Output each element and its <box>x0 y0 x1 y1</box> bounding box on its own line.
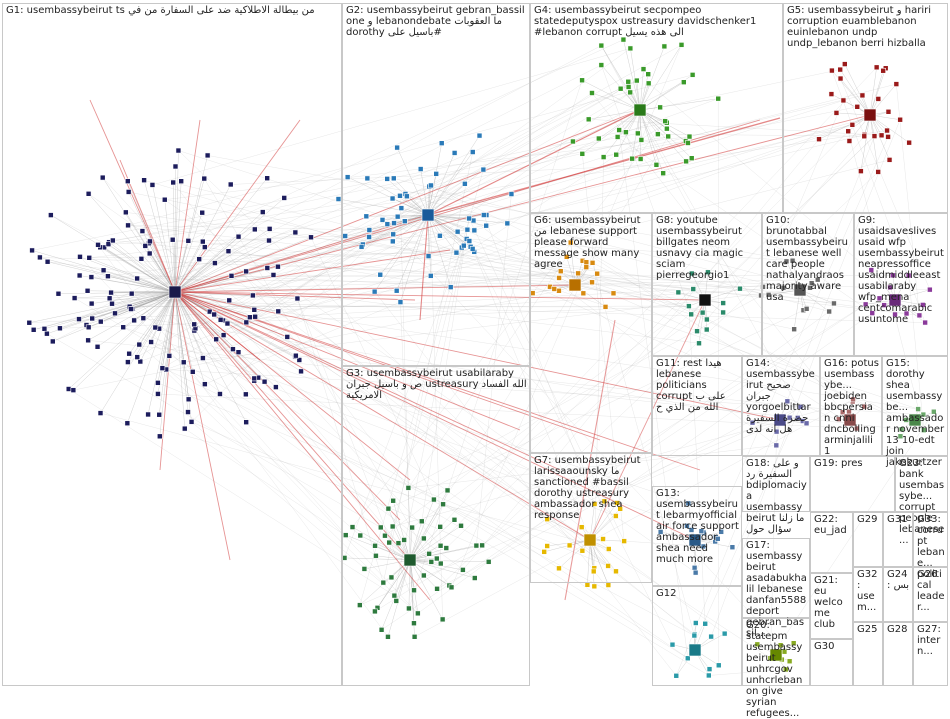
group-label-g30: G30 <box>814 641 850 652</box>
group-label-g31: G31 <box>887 514 910 525</box>
group-label-g1: G1: usembassybeirut ts من بيطالة الاطلاك… <box>6 5 339 16</box>
group-box-g22: G22: eu_jad <box>810 512 853 573</box>
group-label-g3: G3: usembassybeirut usabilaraby ص و باسي… <box>346 368 527 401</box>
group-label-g4: G4: usembassybeirut secpompeo statedeput… <box>534 5 780 38</box>
group-label-g18: G18: و على السفيرة رد bdiplomaciya usemb… <box>746 458 807 535</box>
group-label-g14: G14: usembassybeirut صحيح جبران yorgoelb… <box>746 358 817 435</box>
group-box-g21: G21: eu welcome club <box>810 573 853 639</box>
group-label-g27: G27: intern... <box>917 624 945 657</box>
group-label-g6: G6: usembassybeirut من lebanese support … <box>534 215 649 270</box>
group-label-g29: G29 <box>857 514 880 525</box>
group-label-g5: G5: usembassybeirut و hariri corruption … <box>787 5 945 49</box>
group-label-g2: G2: usembassybeirut gebran_bassil one و … <box>346 5 527 38</box>
group-box-g3: G3: usembassybeirut usabilaraby ص و باسي… <box>342 366 530 686</box>
group-label-g13: G13: usembassybeirut lebarmyofficial air… <box>656 488 739 565</box>
group-box-g15: G15: dorothy shea usembassybe... ambassa… <box>882 356 948 456</box>
group-box-g7: G7: usembassybeirut larissaaounsky ما sa… <box>530 453 652 583</box>
node <box>592 584 597 589</box>
group-label-g24: G24: بس <box>887 569 910 591</box>
group-box-g2: G2: usembassybeirut gebran_bassil one و … <box>342 3 530 366</box>
group-label-g12: G12 <box>656 588 739 599</box>
group-box-g33: G33: corrupt lebane... political leader.… <box>913 512 948 567</box>
node <box>585 582 590 587</box>
group-label-g22: G22: eu_jad <box>814 514 850 536</box>
group-box-g14: G14: usembassybeirut صحيح جبران yorgoelb… <box>742 356 820 456</box>
network-graph-canvas: G1: usembassybeirut ts من بيطالة الاطلاك… <box>0 0 950 688</box>
group-label-g7: G7: usembassybeirut larissaaounsky ما sa… <box>534 455 649 521</box>
group-box-g28: G28 <box>883 622 913 686</box>
group-label-g15: G15: dorothy shea usembassybe... ambassa… <box>886 358 945 468</box>
group-label-g21: G21: eu welcome club <box>814 575 850 630</box>
group-box-g32: G32: usem... <box>853 567 883 622</box>
group-box-g25: G25 <box>853 622 883 686</box>
group-box-g13: G13: usembassybeirut lebarmyofficial air… <box>652 486 742 586</box>
group-box-g16: G16: potus usembassybe... joebiden bbcpe… <box>820 356 882 456</box>
group-label-g26: G26 <box>917 569 945 580</box>
group-label-g32: G32: usem... <box>857 569 880 613</box>
group-label-g25: G25 <box>857 624 880 635</box>
group-box-g9: G9: usaidsaveslives usaid wfp usembassyb… <box>854 213 948 356</box>
group-box-g8: G8: youtube usembassybeirut billgates ne… <box>652 213 762 356</box>
group-box-g5: G5: usembassybeirut و hariri corruption … <box>783 3 948 213</box>
group-box-g31: G31 <box>883 512 913 567</box>
group-box-g10: G10: brunotabbal usembassybeirut lebanes… <box>762 213 854 356</box>
group-label-g20: G20: statepm usembassybeirut unhrcgov un… <box>746 620 807 719</box>
group-box-g27: G27: intern... <box>913 622 948 686</box>
group-box-g18: G18: و على السفيرة رد bdiplomaciya usemb… <box>742 456 810 512</box>
group-label-g11: G11: rest هيدا lebanese politicians corr… <box>656 358 739 413</box>
group-box-g11: G11: rest هيدا lebanese politicians corr… <box>652 356 742 456</box>
group-box-g1: G1: usembassybeirut ts من بيطالة الاطلاك… <box>2 3 342 686</box>
group-box-g20: G20: statepm usembassybeirut unhrcgov un… <box>742 618 810 686</box>
group-label-g9: G9: usaidsaveslives usaid wfp usembassyb… <box>858 215 945 325</box>
group-label-g28: G28 <box>887 624 910 635</box>
group-box-g17: G17: usembassybeirut asadabukhalil leban… <box>742 538 810 618</box>
node <box>606 583 611 588</box>
group-box-g19: G19: pres <box>810 456 895 512</box>
group-label-g16: G16: potus usembassybe... joebiden bbcpe… <box>824 358 879 457</box>
group-box-g29: G29 <box>853 512 883 567</box>
group-box-g26: G26 <box>913 567 948 622</box>
group-label-g8: G8: youtube usembassybeirut billgates ne… <box>656 215 759 281</box>
group-box-g24: G24: بس <box>883 567 913 622</box>
group-box-g30: G30 <box>810 639 853 686</box>
group-box-g6: G6: usembassybeirut من lebanese support … <box>530 213 652 453</box>
group-label-g10: G10: brunotabbal usembassybeirut lebanes… <box>766 215 851 303</box>
group-box-g12: G12 <box>652 586 742 686</box>
group-label-g19: G19: pres <box>814 458 892 469</box>
group-box-g4: G4: usembassybeirut secpompeo statedeput… <box>530 3 783 213</box>
group-box-g23: G23: bank usembassybe... corrupt people … <box>895 456 948 512</box>
